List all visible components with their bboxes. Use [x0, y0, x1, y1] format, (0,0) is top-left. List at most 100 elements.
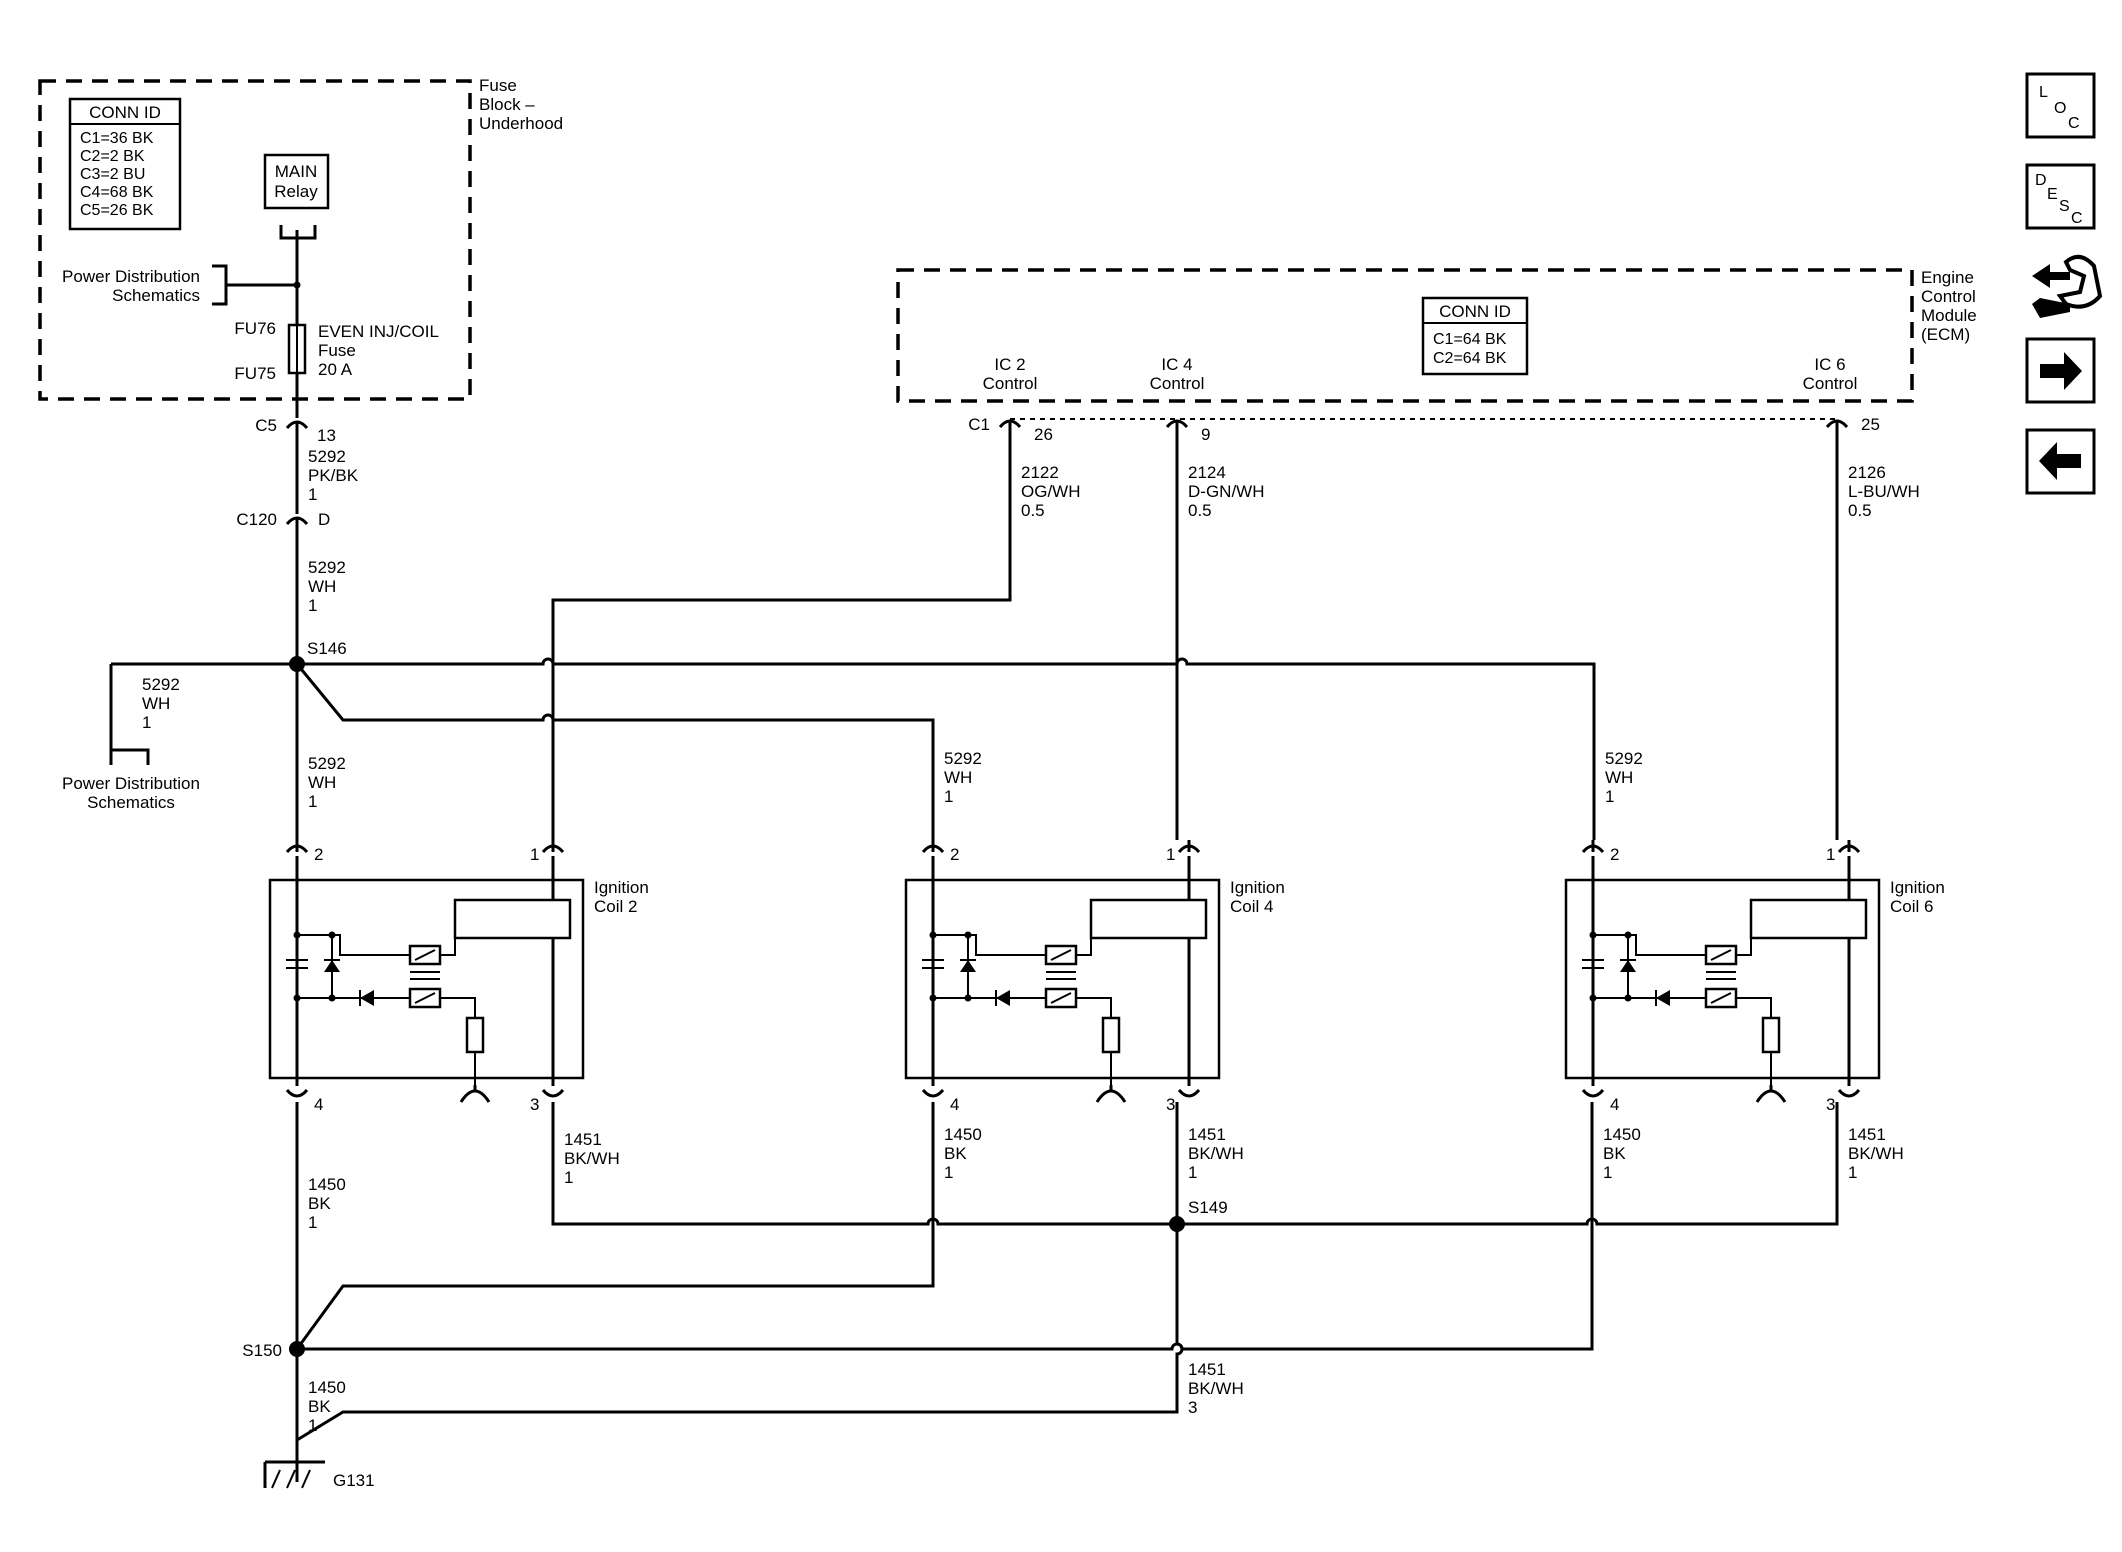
wire-5292-wh-left-2: WH — [142, 694, 170, 713]
wire-2124-2: D-GN/WH — [1188, 482, 1264, 501]
c120-label: C120 — [236, 510, 277, 529]
coil-name-line-1: Ignition — [594, 878, 649, 897]
desc-s: S — [2059, 198, 2070, 215]
wire-2126-1: 2126 — [1848, 463, 1886, 482]
back-button[interactable] — [2025, 428, 2096, 495]
even-inj-coil-fuse: FU76 FU75 EVEN INJ/COIL Fuse 20 A — [234, 319, 439, 383]
connector-view-button[interactable] — [2032, 254, 2103, 318]
ecm-c1-pin25 — [1825, 419, 1849, 429]
coil-connector — [1837, 1088, 1861, 1098]
coil-name-line-2: Coil 6 — [1890, 897, 1933, 916]
wire-1450-coil6-3: 1 — [1603, 1163, 1612, 1182]
fuse-block-title-1: Fuse — [479, 76, 517, 95]
coil-pin-label: 1 — [1826, 845, 1835, 864]
main-relay-label-2: Relay — [274, 182, 318, 201]
power-dist-label-2: Schematics — [112, 286, 200, 305]
wire-5292-wh-a-3: 1 — [308, 596, 317, 615]
wire-5292-wh-coil2-3: 1 — [308, 792, 317, 811]
loc-o: O — [2054, 100, 2066, 117]
desc-button[interactable]: D E S C — [2025, 163, 2096, 230]
ic4-control-2: Control — [1150, 374, 1205, 393]
conn-id-c3: C3=2 BU — [80, 166, 145, 183]
wire-1451-coil4-3: 1 — [1188, 1163, 1197, 1182]
splice-s149 — [1169, 1216, 1185, 1232]
wire-1450-coil4-2: BK — [944, 1144, 967, 1163]
ground-g131-icon — [263, 1460, 325, 1489]
s150-label: S150 — [242, 1341, 282, 1360]
loc-c: C — [2068, 115, 2080, 132]
arrow-right-icon — [2040, 352, 2082, 390]
bus-1450 — [297, 1102, 1594, 1351]
power-dist-bracket — [212, 264, 228, 306]
main-relay: MAIN Relay — [263, 153, 330, 240]
ic6-control-2: Control — [1803, 374, 1858, 393]
wire-5292-wh-coil4-1: 5292 — [944, 749, 982, 768]
power-dist-left-1: Power Distribution — [62, 774, 200, 793]
conn-id-c1: C1=36 BK — [80, 130, 154, 147]
desc-d: D — [2035, 172, 2047, 189]
power-dist-left-2: Schematics — [87, 793, 175, 812]
splice-s150 — [289, 1341, 305, 1357]
wire-1451-coil4-1: 1451 — [1188, 1125, 1226, 1144]
fuse-name-2: Fuse — [318, 341, 356, 360]
ecm-title-4: (ECM) — [1921, 325, 1970, 344]
wire-2122-2: OG/WH — [1021, 482, 1081, 501]
desc-c: C — [2071, 210, 2083, 227]
g131-label: G131 — [333, 1471, 375, 1490]
c5-label: C5 — [255, 416, 277, 435]
coil-name-line-2: Coil 4 — [1230, 897, 1273, 916]
coil-name-line-1: Ignition — [1890, 878, 1945, 897]
coil-pin-label: 2 — [1610, 845, 1619, 864]
coil-name-line-2: Coil 2 — [594, 897, 637, 916]
s149-label: S149 — [1188, 1198, 1228, 1217]
forward-button[interactable] — [2025, 337, 2096, 404]
wire-1450-coil2-3: 1 — [308, 1213, 317, 1232]
conn-id-c5: C5=26 BK — [80, 202, 154, 219]
wire-1450-coil2-2: BK — [308, 1194, 331, 1213]
wire-5292-pkbk-3: 1 — [308, 485, 317, 504]
wire-1451-coil2-1: 1451 — [564, 1130, 602, 1149]
ecm-conn-id-c2: C2=64 BK — [1433, 350, 1507, 367]
wire-1450-coil4-3: 1 — [944, 1163, 953, 1182]
ecm-title-1: Engine — [1921, 268, 1974, 287]
ic2-control-1: IC 2 — [994, 355, 1025, 374]
ecm-c1-pin9 — [1165, 419, 1189, 429]
fuse-block-title-3: Underhood — [479, 114, 563, 133]
coil-name-line-1: Ignition — [1230, 878, 1285, 897]
wire-1451-coil6-3: 1 — [1848, 1163, 1857, 1182]
connector-icon — [2032, 254, 2103, 318]
bus-1451 — [551, 1102, 1839, 1226]
wire-2122-3: 0.5 — [1021, 501, 1045, 520]
wire-2126-3: 0.5 — [1848, 501, 1872, 520]
ecm-outline — [896, 268, 1914, 403]
coil-connector — [541, 1088, 565, 1098]
wire-1450-coil6-2: BK — [1603, 1144, 1626, 1163]
fuse-bottom-label: FU75 — [234, 364, 276, 383]
wire-5292-pkbk-2: PK/BK — [308, 466, 359, 485]
ecm-conn-id-c1: C1=64 BK — [1433, 331, 1507, 348]
ecm-conn-id: CONN ID C1=64 BK C2=64 BK — [1421, 296, 1529, 376]
wire-1450-coil2-1: 1450 — [308, 1175, 346, 1194]
wire-2122-1: 2122 — [1021, 463, 1059, 482]
ecm-title-2: Control — [1921, 287, 1976, 306]
wire-5292-wh-coil2-1: 5292 — [308, 754, 346, 773]
fuse-block-outline — [38, 79, 472, 401]
wire-1450-coil4-1: 1450 — [944, 1125, 982, 1144]
wire-5292-wh-a-1: 5292 — [308, 558, 346, 577]
wire-5292-wh-left-3: 1 — [142, 713, 151, 732]
wire-1451-ground-1: 1451 — [1188, 1360, 1226, 1379]
loc-button[interactable]: L O C — [2025, 72, 2096, 139]
conn-id-c2: C2=2 BK — [80, 148, 145, 165]
fuse-block-conn-id: CONN ID C1=36 BK C2=2 BK C3=2 BU C4=68 B… — [68, 97, 182, 231]
coil-pin-label: 3 — [1166, 1095, 1175, 1114]
engine-control-module: Engine Control Module (ECM) CONN ID C1=6… — [896, 268, 1977, 420]
power-dist-label-1: Power Distribution — [62, 267, 200, 286]
wire-1450-ground-3: 1 — [308, 1416, 317, 1435]
coil-pin-label: 3 — [530, 1095, 539, 1114]
wire-1451-ground-3: 3 — [1188, 1398, 1197, 1417]
wire-5292-wh-coil6-3: 1 — [1605, 787, 1614, 806]
